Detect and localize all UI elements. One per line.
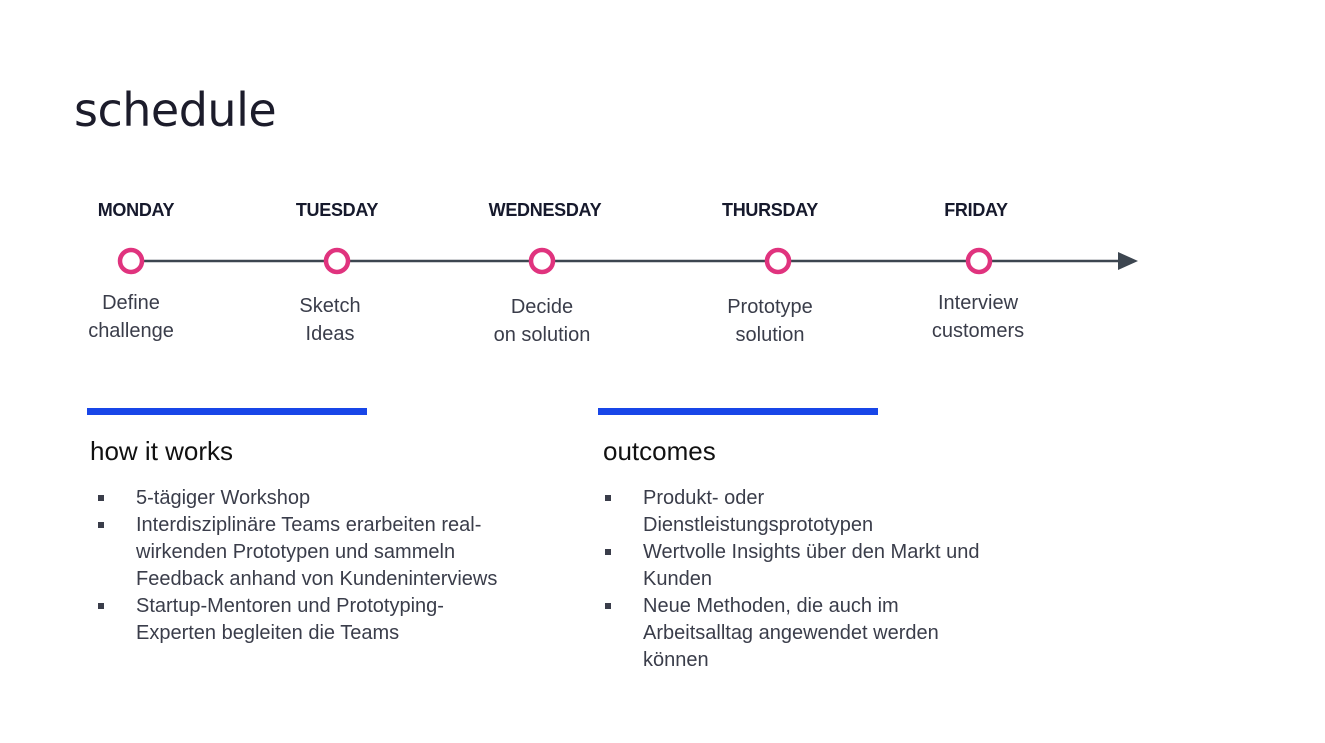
outcomes-accent-bar (598, 408, 878, 415)
timeline-node-tuesday (323, 247, 351, 275)
timeline-arrowhead (1118, 252, 1138, 270)
outcomes-list: Produkt- oder Dienstleistungsprototypen … (597, 485, 997, 674)
day-label-wednesday: WEDNESDAY (488, 200, 602, 220)
day-label-friday: FRIDAY (944, 200, 1008, 220)
day-desc-wednesday: Decide on solution (493, 296, 591, 346)
day-desc-tuesday: Sketch Ideas (299, 295, 361, 345)
how-it-works-heading: how it works (90, 436, 234, 466)
outcomes-heading: outcomes (603, 436, 716, 466)
timeline-node-wednesday (528, 247, 556, 275)
day-label-thursday: THURSDAY (722, 200, 818, 220)
day-label-monday: MONDAY (97, 200, 175, 220)
list-item: Produkt- oder Dienstleistungsprototypen (597, 485, 997, 539)
list-item: Neue Methoden, die auch im Arbeitsalltag… (597, 593, 997, 674)
day-desc-friday: Interview customers (931, 292, 1025, 342)
day-desc-monday: Define challenge (88, 292, 174, 342)
page-title: schedule (74, 83, 277, 137)
day-desc-thursday: Prototype solution (727, 296, 813, 346)
timeline-node-friday (965, 247, 993, 275)
list-item: 5-tägiger Workshop (90, 485, 510, 512)
timeline-node-thursday (764, 247, 792, 275)
list-item: Startup-Mentoren und Prototyping-Experte… (90, 593, 510, 647)
day-label-tuesday: TUESDAY (295, 200, 379, 220)
list-item: Interdisziplinäre Teams erarbeiten real-… (90, 512, 510, 593)
timeline-node-monday (117, 247, 145, 275)
how-it-works-list: 5-tägiger Workshop Interdisziplinäre Tea… (90, 485, 510, 647)
how-it-works-accent-bar (87, 408, 367, 415)
list-item: Wertvolle Insights über den Markt und Ku… (597, 539, 997, 593)
